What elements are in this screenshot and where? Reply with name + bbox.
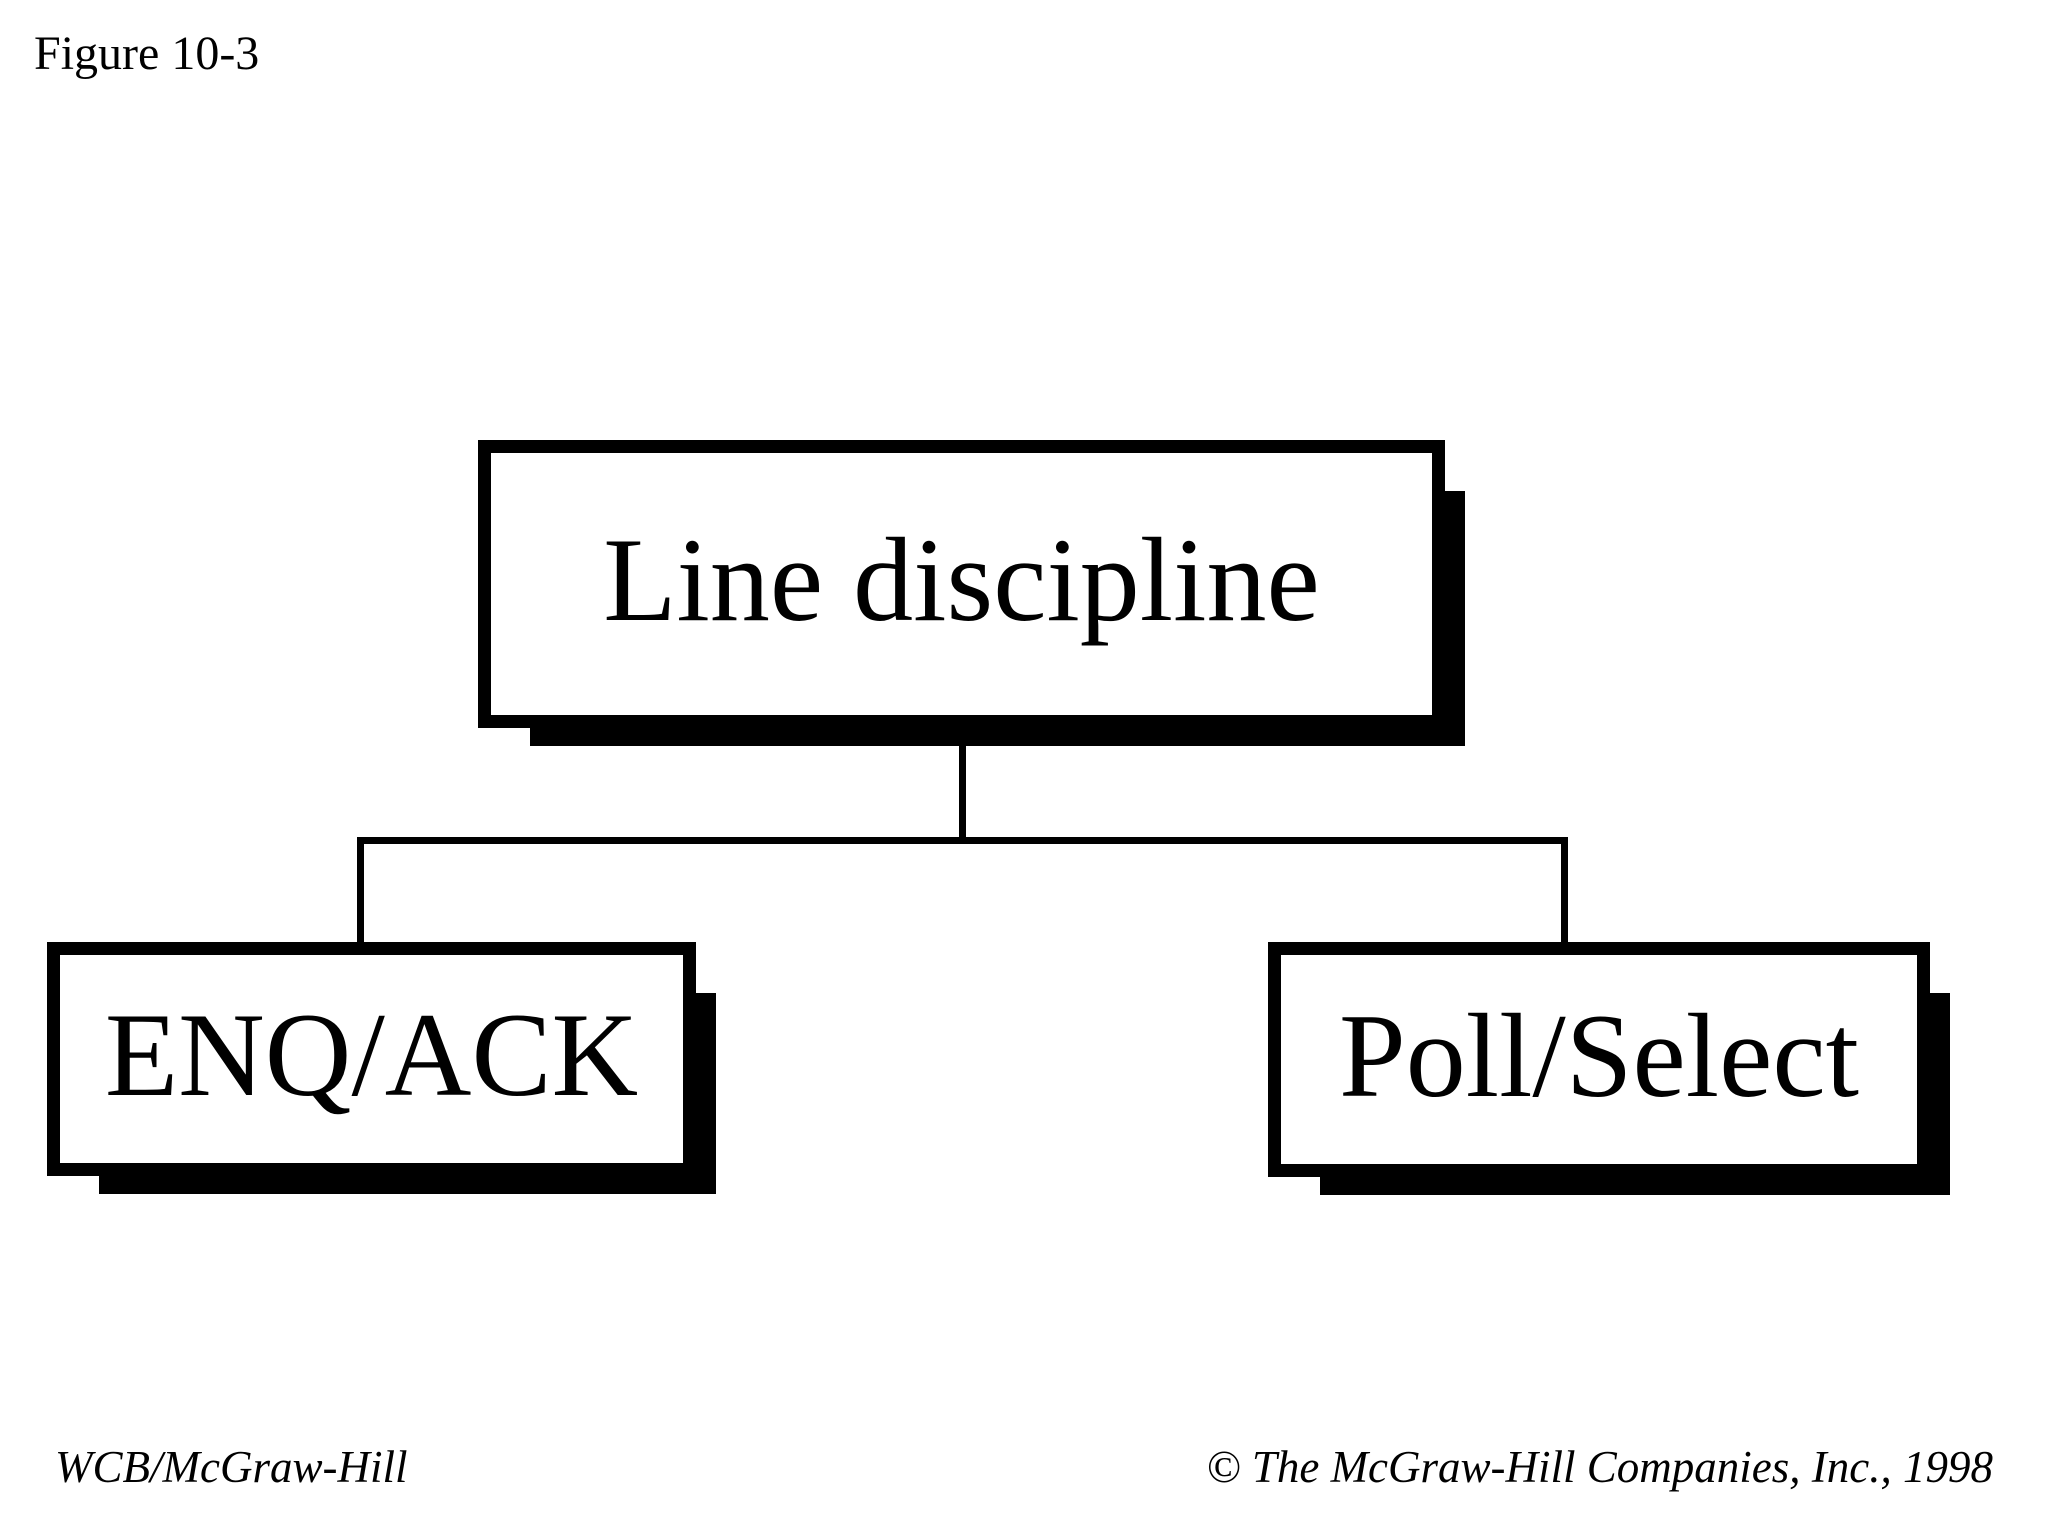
node-enq-ack: ENQ/ACK — [47, 942, 716, 1194]
footer-copyright: © The McGraw-Hill Companies, Inc., 1998 — [1206, 1442, 1993, 1492]
connector-left-drop — [357, 837, 364, 949]
node-line-discipline-label: Line discipline — [603, 513, 1320, 646]
connector-root-drop — [959, 736, 966, 842]
connector-horizontal — [357, 837, 1568, 844]
node-line-discipline: Line discipline — [478, 440, 1465, 746]
connector-right-drop — [1561, 837, 1568, 949]
figure-label: Figure 10-3 — [34, 27, 260, 80]
node-poll-select-label: Poll/Select — [1339, 988, 1859, 1122]
node-poll-select: Poll/Select — [1268, 942, 1950, 1195]
node-enq-ack-label: ENQ/ACK — [104, 988, 639, 1121]
footer-publisher: WCB/McGraw-Hill — [55, 1442, 408, 1492]
